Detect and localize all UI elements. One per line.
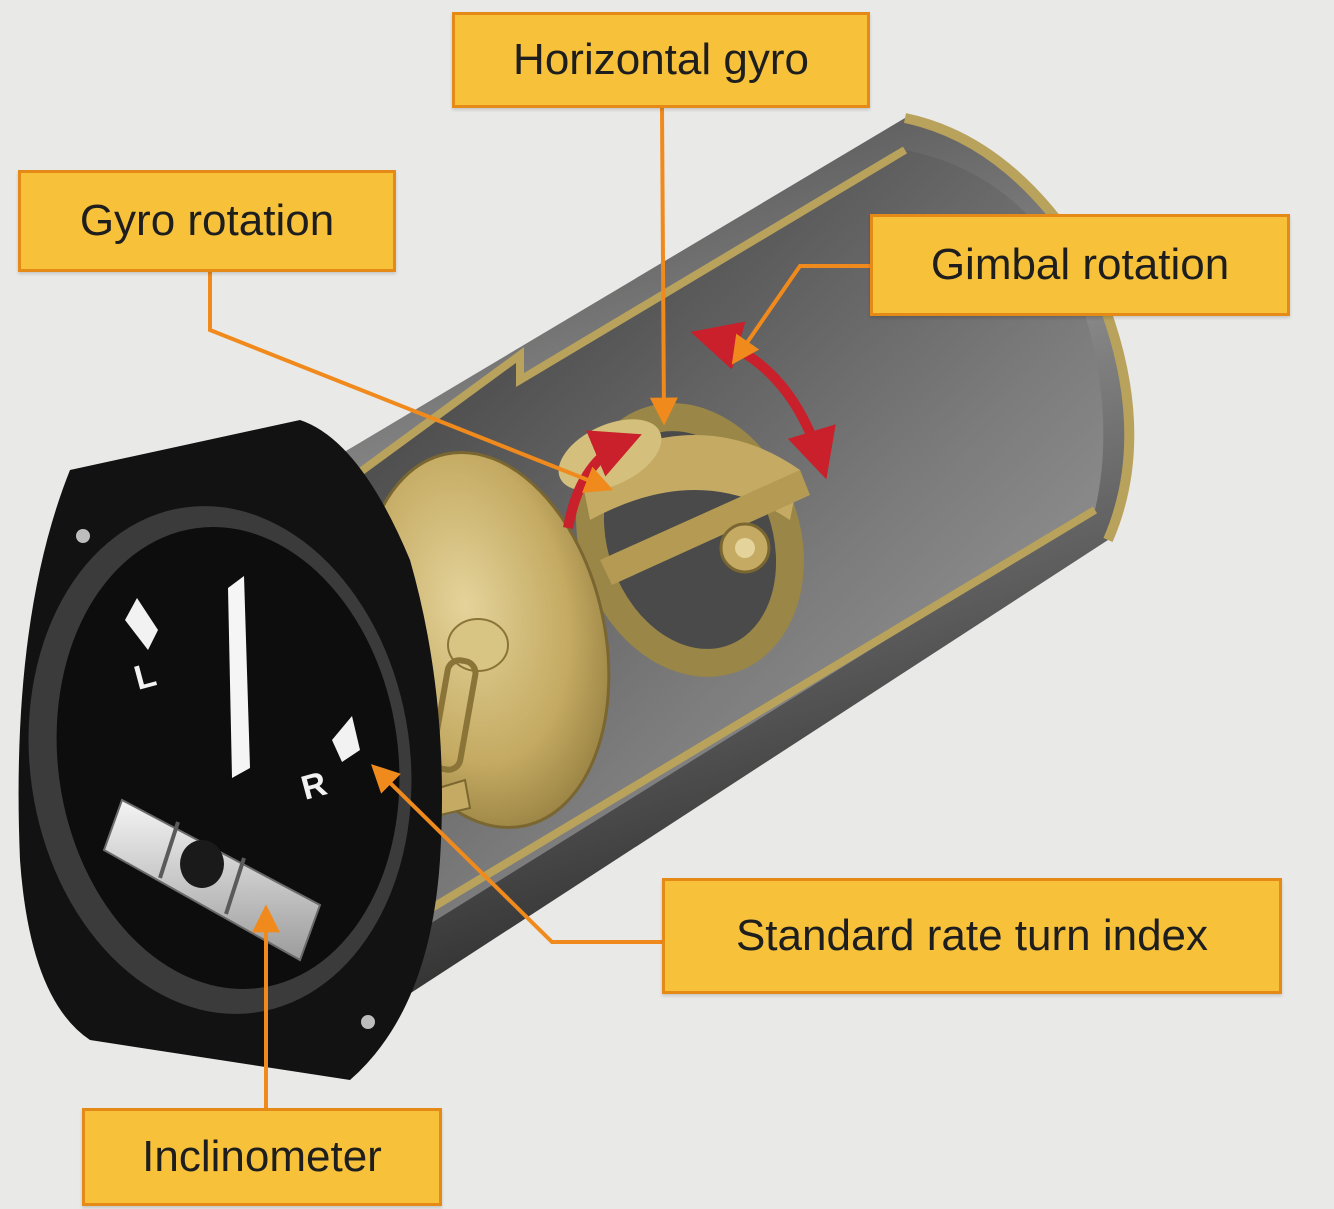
gyro-rotation-label: Gyro rotation — [18, 170, 396, 272]
inclinometer-label: Inclinometer — [82, 1108, 442, 1206]
gimbal-rotation-label: Gimbal rotation — [870, 214, 1290, 316]
instrument-bezel — [0, 420, 444, 1080]
inclinometer-ball — [180, 840, 224, 888]
horizontal-gyro-leader — [662, 108, 664, 420]
horizontal-gyro-label: Horizontal gyro — [452, 12, 870, 108]
standard-rate-turn-index-label: Standard rate turn index — [662, 878, 1282, 994]
